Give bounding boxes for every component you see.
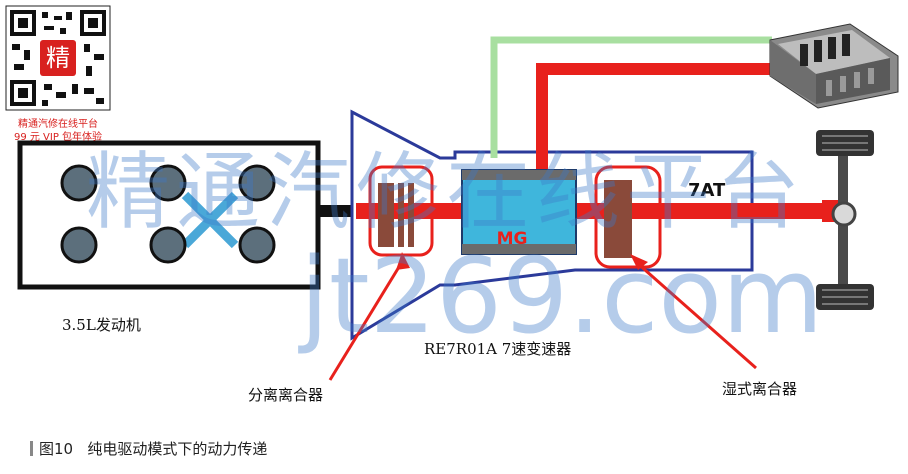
drive-axle	[816, 130, 874, 310]
engine-label: 3.5L发动机	[62, 316, 141, 334]
separation-clutch	[368, 165, 434, 257]
transmission-label: RE7R01A 7速变速器	[424, 340, 572, 358]
at-label: 7AT	[688, 180, 726, 201]
wet-clutch	[594, 165, 662, 269]
input-shaft	[318, 205, 356, 217]
wet-clutch-label: 湿式离合器	[722, 380, 798, 398]
wet-clutch-pointer	[635, 260, 757, 370]
qr-caption-line2: 99 元 VIP 包年体验	[13, 132, 103, 143]
separation-clutch-pointer	[328, 261, 404, 381]
figure-caption: 图10 纯电驱动模式下的动力传递	[30, 438, 267, 459]
figure-title: 纯电驱动模式下的动力传递	[87, 440, 268, 458]
qr-caption: 精通汽修在线平台 99 元 VIP 包年体验	[0, 118, 116, 144]
caption-bar	[30, 441, 33, 456]
control-signal-line	[490, 36, 772, 158]
qr-caption-line1: 精通汽修在线平台	[18, 119, 98, 130]
battery-pack-image	[769, 23, 899, 109]
engine-block	[17, 140, 321, 290]
qr-badge-glyph: 精	[46, 44, 70, 72]
figure-number: 图10	[39, 440, 74, 458]
motor-generator	[461, 169, 577, 255]
qr-code	[5, 5, 111, 111]
mg-label: MG	[497, 229, 528, 249]
separation-clutch-label: 分离离合器	[248, 386, 324, 404]
